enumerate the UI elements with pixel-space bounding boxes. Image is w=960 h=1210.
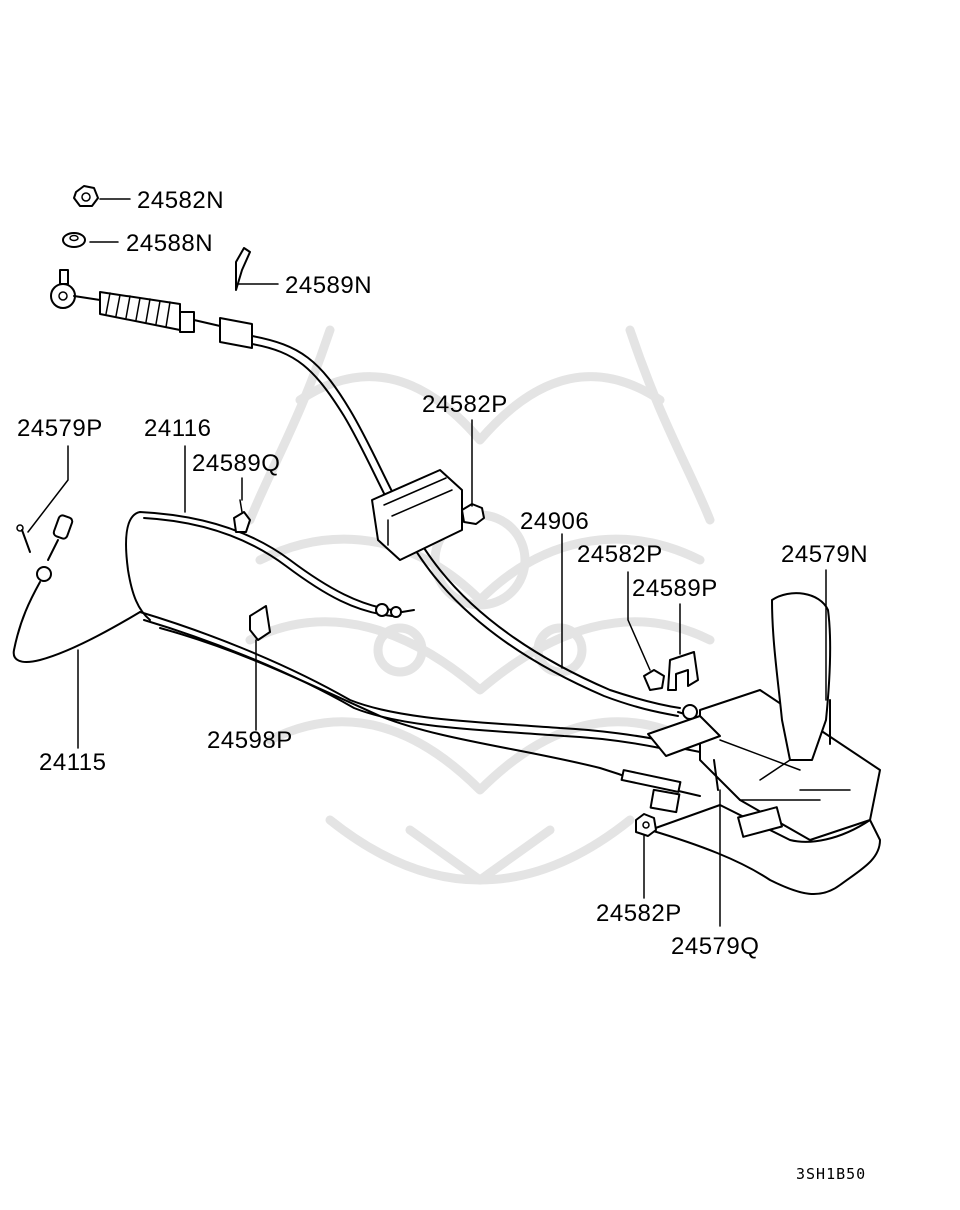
part-nut-24582N (73, 185, 99, 207)
callout-24579P: 24579P (17, 415, 103, 442)
part-cotter-pin-24579P (16, 524, 31, 553)
shift-lever-assembly (647, 592, 881, 896)
part-nut-24582P-top (461, 503, 485, 525)
cable-sleeve (179, 311, 195, 333)
callout-24589Q: 24589Q (192, 450, 280, 477)
select-cable-24116 (125, 511, 415, 621)
part-clamp-24598P (249, 605, 271, 641)
part-pin-24589N (235, 247, 251, 291)
callout-24589N: 24589N (285, 272, 372, 299)
part-nut-24582P-mid (643, 669, 665, 691)
part-cotter-pin-24579Q (713, 759, 719, 791)
callout-24582N: 24582N (137, 187, 224, 214)
callout-24906: 24906 (520, 508, 589, 535)
watermark-emblem (245, 325, 715, 885)
leader-lines (27, 198, 827, 927)
callout-24582P-top: 24582P (422, 391, 508, 418)
callout-24116: 24116 (144, 415, 211, 442)
cable-adjuster (219, 317, 253, 349)
callout-24582P-mid: 24582P (577, 541, 663, 568)
part-nut-24582P-bottom (635, 813, 657, 837)
callout-24588N: 24588N (126, 230, 213, 257)
shift-lever (771, 592, 832, 761)
part-clip-24589Q (233, 499, 251, 533)
callout-24589P: 24589P (632, 575, 718, 602)
part-clip-24589P (667, 651, 699, 691)
ball-stud (59, 269, 69, 285)
ball-joint-end (50, 283, 76, 309)
callout-24115: 24115 (39, 749, 106, 776)
callout-24598P: 24598P (207, 727, 293, 754)
callout-24579N: 24579N (781, 541, 868, 568)
cable-24115 (12, 514, 741, 797)
callout-labels: 24582N 24588N 24589N 24582P 24579P 24116… (17, 187, 868, 960)
callout-24579Q: 24579Q (671, 933, 759, 960)
part-washer-24588N (62, 232, 86, 248)
drawing-code: 3SH1B50 (796, 1165, 866, 1183)
callout-24582P-bottom: 24582P (596, 900, 682, 927)
cable-bracket (371, 469, 463, 561)
base-plate (649, 804, 881, 896)
cable-end-fitting (52, 514, 74, 540)
